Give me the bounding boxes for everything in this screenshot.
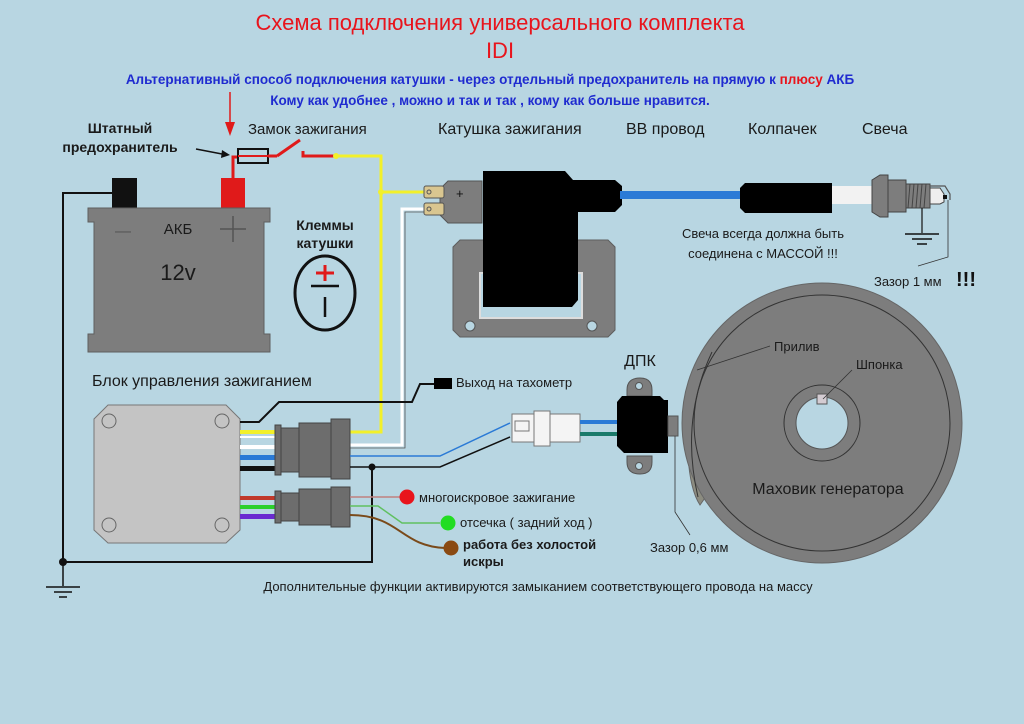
tacho-output-label: Выход на тахометр (456, 375, 572, 390)
coil-terminal-positive (423, 185, 445, 199)
battery-minus-sign: — (115, 223, 131, 240)
spark-plug-label: Свеча (862, 121, 908, 138)
function-connector (274, 486, 351, 528)
crank-position-sensor (617, 377, 679, 475)
multispark-dot (399, 489, 415, 505)
coil-terminal-negative (423, 202, 445, 216)
alt-connection-arrow-icon (225, 92, 235, 136)
control-unit-label: Блок управления зажиганием (92, 373, 312, 390)
cutoff-wire (350, 505, 440, 524)
stock-fuse-label: Штатный (88, 120, 153, 136)
no-idle-label: работа без холостой (463, 537, 596, 552)
hv-wire-label: ВВ провод (626, 121, 705, 138)
alt-connection-note-2: Кому как удобнее , можно и так и так , к… (270, 93, 710, 108)
alt-connection-note: Альтернативный способ подключения катушк… (126, 72, 855, 87)
no-idle-wire (349, 514, 446, 549)
sensor-label: ДПК (624, 353, 656, 370)
ignition-coil-label: Катушка зажигания (438, 121, 582, 138)
pointer-arrow-icon (195, 148, 230, 158)
battery-label: АКБ (164, 221, 193, 238)
boss-label: Прилив (774, 339, 820, 354)
sensor-gap-label: Зазор 0,6 мм (650, 540, 728, 555)
battery-voltage: 12v (160, 260, 195, 285)
plug-gap-label: Зазор 1 мм (874, 274, 942, 289)
positive-wire (231, 155, 238, 178)
battery-plus-icon (220, 216, 246, 242)
diagram-title: Схема подключения универсального комплек… (255, 10, 745, 35)
generator-flywheel (681, 282, 963, 564)
sensor-wire-blue (350, 422, 511, 457)
ignition-control-unit (93, 404, 241, 544)
main-connector (274, 418, 351, 480)
footer-note: Дополнительные функции активируются замы… (263, 579, 813, 594)
cutoff-dot (440, 515, 456, 531)
coil-plus-mark: + (456, 186, 464, 201)
hv-wire (620, 191, 742, 199)
coil-negative-wire (350, 207, 424, 447)
ignition-coil: + (423, 171, 622, 338)
plug-ground-note-2: соединена с МАССОЙ !!! (688, 246, 838, 261)
no-idle-label-2: искры (463, 554, 504, 569)
cap-label: Колпачек (748, 121, 818, 138)
flywheel-label: Маховик генератора (752, 481, 904, 498)
diagram-subtitle: IDI (486, 38, 514, 63)
battery: — АКБ 12v (87, 178, 271, 353)
tacho-connector (434, 378, 452, 389)
stock-fuse-label-2: предохранитель (62, 139, 178, 155)
ignition-lock-label: Замок зажигания (248, 121, 367, 138)
key-pointer (822, 369, 853, 400)
cutoff-label: отсечка ( задний ход ) (460, 515, 593, 530)
sensor-wire-black (350, 436, 511, 468)
multispark-label: многоискровое зажигание (419, 490, 575, 505)
plug-ground-note: Свеча всегда должна быть (682, 226, 844, 241)
ignition-wire-yellow (336, 154, 383, 434)
no-idle-dot (443, 540, 459, 556)
battery-positive-terminal (221, 178, 245, 208)
boss-pointer (696, 345, 771, 371)
coil-terminals-label-2: катушки (296, 235, 353, 251)
coil-terminals-label: Клеммы (296, 217, 354, 233)
battery-negative-terminal (112, 178, 137, 208)
tacho-wire (240, 383, 434, 423)
spark-plug-ground-icon (905, 208, 939, 245)
spark-plug (832, 174, 951, 218)
plug-gap-pointer (917, 200, 949, 267)
coil-terminal-polarity-icon (293, 254, 357, 332)
key-label: Шпонка (856, 357, 903, 372)
plug-gap-exclamation: !!! (956, 269, 976, 291)
ignition-switch (268, 138, 336, 158)
spark-plug-cap (740, 183, 832, 213)
sensor-gap-pointer (674, 436, 691, 536)
sensor-plug-connector (511, 410, 581, 447)
ground-symbol-icon (46, 562, 80, 598)
